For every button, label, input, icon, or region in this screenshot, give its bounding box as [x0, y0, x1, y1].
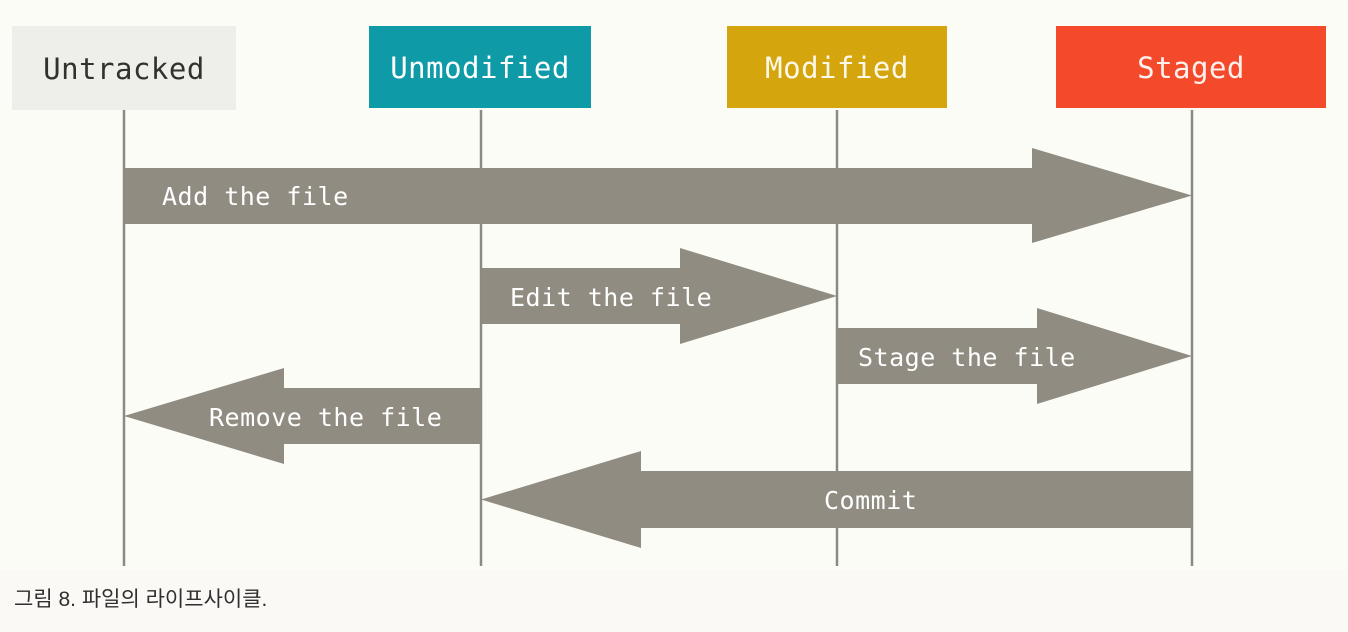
- figure-caption: 그림 8. 파일의 라이프사이클.: [14, 588, 268, 611]
- arrow-add-the-file: [124, 148, 1192, 243]
- diagram-svg: Add the file Edit the file Stage the fil…: [12, 26, 1326, 566]
- state-box-unmodified[interactable]: Unmodified: [369, 26, 591, 108]
- transitions-group: Add the file Edit the file Stage the fil…: [124, 148, 1192, 548]
- arrow-label-add-the-file: Add the file: [162, 182, 349, 211]
- state-box-staged-rect: [1056, 26, 1326, 108]
- state-box-unmodified-rect: [369, 26, 591, 108]
- arrow-label-edit-the-file: Edit the file: [510, 283, 712, 312]
- state-boxes-group: Untracked Unmodified Modified Staged: [12, 26, 1326, 110]
- transition-add-the-file[interactable]: Add the file: [124, 148, 1192, 243]
- state-box-modified-rect: [727, 26, 947, 108]
- arrow-stage-the-file: [837, 308, 1192, 404]
- arrow-label-commit: Commit: [824, 486, 917, 515]
- state-label-untracked: Untracked: [43, 52, 205, 86]
- transition-stage-the-file[interactable]: Stage the file: [837, 308, 1192, 404]
- state-label-staged: Staged: [1137, 51, 1245, 85]
- state-box-modified[interactable]: Modified: [727, 26, 947, 108]
- state-box-staged[interactable]: Staged: [1056, 26, 1326, 108]
- arrow-edit-the-file: [481, 248, 837, 344]
- transition-remove-the-file[interactable]: Remove the file: [124, 368, 481, 464]
- state-box-untracked[interactable]: Untracked: [12, 26, 236, 110]
- state-label-unmodified: Unmodified: [390, 51, 570, 85]
- state-label-modified: Modified: [765, 51, 909, 85]
- state-box-untracked-rect: [12, 26, 236, 110]
- transition-commit[interactable]: Commit: [481, 451, 1192, 548]
- arrow-label-stage-the-file: Stage the file: [858, 343, 1076, 372]
- arrow-commit: [481, 451, 1192, 548]
- arrow-remove-the-file: [124, 368, 481, 464]
- arrow-label-remove-the-file: Remove the file: [209, 403, 442, 432]
- transition-edit-the-file[interactable]: Edit the file: [481, 248, 837, 344]
- file-lifecycle-diagram: Add the file Edit the file Stage the fil…: [12, 26, 1326, 566]
